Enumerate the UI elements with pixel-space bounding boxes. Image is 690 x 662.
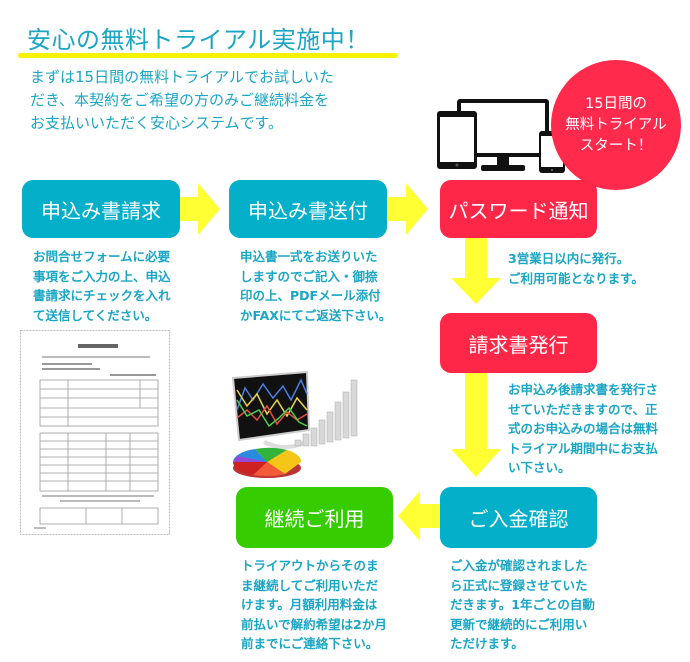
arrow-left-icon: [398, 491, 440, 541]
description-line: ご利用可能となります。: [508, 270, 644, 286]
description-line: 前までにご連絡下さい。: [241, 636, 379, 651]
description-line: せていただきますので、正: [508, 401, 658, 417]
description-line: お申込み後請求書を発行さ: [508, 382, 659, 397]
step-application-request-description: お問合せフォームに必要 事項をご入力の上、申込 書請求にチェックを入れ て送信し…: [33, 247, 171, 325]
step-continued-use-description: トライアウトからそのま ま継続してご利用いただ けます。月額利用料金は 前払いで…: [241, 556, 387, 654]
step-payment-confirmation: ご入金確認: [440, 487, 597, 548]
description-line: かFAXにてご返送下さい。: [240, 307, 392, 323]
intro-text: まずは15日間の無料トライアルでお試しいた だき、本契約をご希望の方のみご継続料…: [30, 66, 410, 135]
description-line: お問合せフォームに必要: [33, 249, 171, 264]
devices-icon: [435, 95, 570, 175]
charts-icon: [225, 370, 360, 482]
description-line: けます。月額利用料金は: [241, 597, 378, 612]
intro-line: まずは15日間の無料トライアルでお試しいた: [30, 68, 334, 86]
arrow-right-icon: [388, 183, 428, 235]
step-label: 申込み書送付: [248, 198, 368, 223]
arrow-down-icon: [451, 373, 501, 477]
description-line: ま継続してご利用いただ: [241, 577, 379, 593]
description-line: 書請求にチェックを入れ: [33, 288, 171, 303]
description-line: 事項をご入力の上、申込: [33, 268, 171, 284]
step-application-request: 申込み書請求: [22, 180, 180, 238]
step-label: 請求書発行: [468, 332, 569, 357]
step-label: パスワード通知: [448, 198, 589, 223]
step-application-send: 申込み書送付: [229, 180, 387, 238]
step-continued-use: 継続ご利用: [236, 487, 393, 548]
badge-line: 15日間の: [585, 95, 647, 112]
step-label: 申込み書請求: [41, 198, 161, 223]
description-line: て送信してください。: [33, 307, 158, 323]
title-underline: [18, 53, 398, 58]
step-label: ご入金確認: [468, 507, 569, 531]
step-label: 継続ご利用: [264, 507, 365, 531]
intro-line: お支払いいただく安心システムです。: [30, 114, 284, 132]
step-invoice-issue-description: お申込み後請求書を発行さ せていただきますので、正 式のお申込みの場合は無料 ト…: [508, 380, 658, 478]
description-line: トライアル期間中にお支払: [508, 440, 658, 456]
intro-line: だき、本契約をご希望の方のみご継続料金を: [30, 91, 329, 109]
description-line: 更新で継続的にご利用い: [450, 616, 588, 632]
description-line: 印の上、PDFメール添付: [240, 288, 381, 303]
description-line: 3営業日以内に発行。: [508, 251, 630, 266]
badge-line: 無料トライアル: [565, 116, 667, 133]
arrow-down-icon: [451, 238, 501, 304]
page-title: 安心の無料トライアル実施中！: [27, 26, 370, 54]
step-password-notice-description: 3営業日以内に発行。 ご利用可能となります。: [508, 249, 644, 288]
step-payment-confirmation-description: ご入金が確認されました ら正式に登録させていた だきます。1年ごとの自動 更新で…: [450, 556, 595, 654]
description-line: ただけます。: [450, 636, 524, 651]
description-line: ら正式に登録させていた: [450, 577, 588, 593]
arrow-right-icon: [180, 183, 220, 235]
step-password-notice: パスワード通知: [440, 180, 597, 238]
step-invoice-issue: 請求書発行: [440, 313, 597, 373]
description-line: だきます。1年ごとの自動: [450, 597, 595, 612]
description-line: い下さい。: [508, 460, 571, 475]
badge-line: スタート！: [579, 137, 653, 154]
step-application-send-description: 申込書一式をお送りいた しますのでご記入・御捺 印の上、PDFメール添付 かFA…: [240, 247, 391, 325]
trial-start-badge: 15日間の 無料トライアル スタート！: [551, 60, 681, 190]
description-line: ご入金が確認されました: [450, 558, 588, 573]
description-line: 式のお申込みの場合は無料: [508, 421, 659, 436]
application-form-icon: [20, 330, 170, 535]
description-line: 申込書一式をお送りいた: [240, 249, 378, 264]
description-line: 前払いで解約希望は2か月: [241, 616, 387, 632]
description-line: トライアウトからそのま: [241, 558, 379, 573]
description-line: しますのでご記入・御捺: [240, 268, 378, 284]
